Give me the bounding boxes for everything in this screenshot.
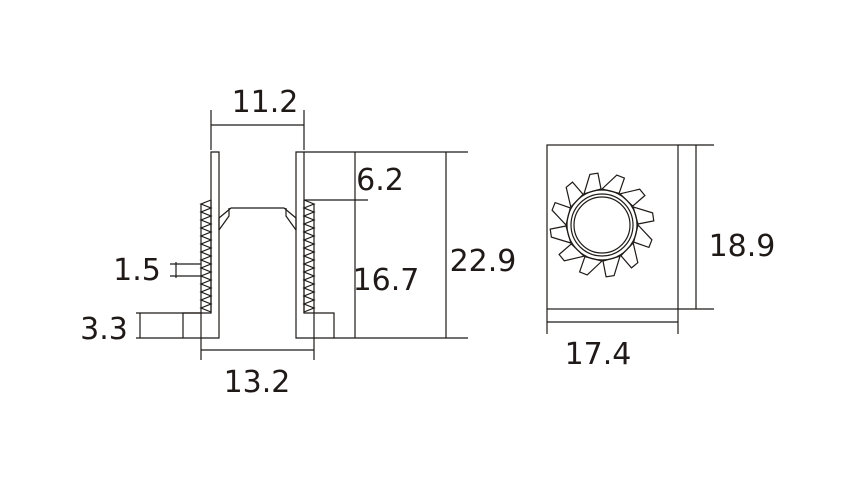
square-body [546, 144, 679, 310]
front-view [546, 144, 714, 334]
inner-bridge-lower [218, 208, 297, 231]
dim-label-square-height: 18.9 [709, 229, 776, 264]
dim-label-ledge: 6.2 [356, 163, 404, 198]
dim-label-base-width: 13.2 [224, 365, 291, 400]
right-thread-teeth [302, 199, 316, 313]
side-view [136, 110, 468, 360]
serrated-ring [549, 172, 655, 278]
left-thread-teeth [199, 199, 213, 313]
dim-label-square-width: 17.4 [565, 337, 632, 372]
dim-label-base-height: 3.3 [80, 312, 128, 347]
ring-inner [573, 196, 631, 254]
ring-outer [566, 189, 638, 261]
dim-label-total-height: 22.9 [450, 244, 517, 279]
inner-bridge [218, 207, 297, 219]
right-wall-outline [295, 151, 335, 339]
dim-label-inner-height: 16.7 [353, 263, 420, 298]
ring-middle [570, 193, 634, 257]
left-base-foot [183, 312, 202, 338]
dim-label-width-top: 11.2 [232, 85, 299, 120]
dim-label-thread-depth: 1.5 [113, 253, 161, 288]
